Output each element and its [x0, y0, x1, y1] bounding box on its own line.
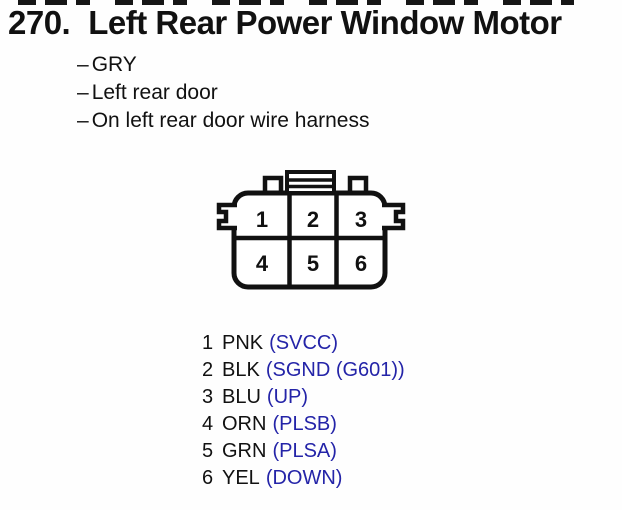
pin-cell-number: 4: [256, 251, 269, 276]
signal-name: (DOWN): [265, 467, 343, 489]
detail-item-harness: – On left rear door wire harness: [77, 107, 369, 135]
pin-row: 5 GRN (PLSA): [202, 438, 405, 465]
pin-number: 1: [202, 332, 214, 354]
connector-details-list: – GRY – Left rear door – On left rear do…: [77, 51, 369, 135]
signal-name: (SVCC): [269, 332, 339, 354]
pin-row: 1 PNK (SVCC): [202, 330, 405, 357]
detail-text: Left rear door: [91, 81, 218, 104]
dash-marker: –: [77, 53, 89, 76]
signal-name: (PLSA): [272, 440, 337, 462]
wire-color-code: ORN: [222, 413, 267, 435]
detail-item-color: – GRY: [77, 51, 369, 79]
dash-marker: –: [77, 109, 89, 132]
cropped-previous-line-artifact: [18, 0, 574, 5]
pin-cell-number: 3: [355, 207, 367, 232]
wire-color-code: PNK: [222, 332, 264, 354]
detail-item-location: – Left rear door: [77, 79, 369, 107]
signal-name: (SGND (G601)): [265, 359, 405, 381]
connector-pinout-diagram: 1 2 3 4 5 6: [216, 170, 406, 290]
pin-number: 6: [202, 467, 214, 489]
pin-cell-number: 2: [307, 207, 319, 232]
page-title: 270. Left Rear Power Window Motor: [8, 5, 562, 41]
signal-name: (UP): [266, 386, 309, 408]
connector-latch-tab: [285, 170, 336, 195]
connector-tab-right: [347, 175, 369, 194]
detail-text: On left rear door wire harness: [91, 109, 370, 132]
pin-cell-number: 5: [307, 251, 319, 276]
wire-color-code: BLU: [222, 386, 261, 408]
pin-row: 4 ORN (PLSB): [202, 411, 405, 438]
pin-number: 4: [202, 413, 214, 435]
detail-text: GRY: [91, 53, 137, 76]
pin-number: 5: [202, 440, 214, 462]
signal-name: (PLSB): [272, 413, 337, 435]
pin-number: 2: [202, 359, 214, 381]
pin-row: 2 BLK (SGND (G601)): [202, 357, 405, 384]
pin-row: 6 YEL (DOWN): [202, 465, 405, 492]
pin-cell-number: 1: [256, 207, 268, 232]
pin-row: 3 BLU (UP): [202, 384, 405, 411]
pin-number: 3: [202, 386, 214, 408]
connector-ear-right: [382, 202, 406, 231]
pinout-list: 1 PNK (SVCC) 2 BLK (SGND (G601)) 3 BLU (…: [202, 330, 405, 492]
section-number: 270.: [8, 4, 71, 41]
wire-color-code: YEL: [222, 467, 260, 489]
dash-marker: –: [77, 81, 89, 104]
connector-ear-left: [216, 202, 237, 231]
wire-color-code: BLK: [222, 359, 260, 381]
pin-cell-number: 6: [355, 251, 367, 276]
section-title-text: Left Rear Power Window Motor: [88, 4, 562, 41]
wire-color-code: GRN: [222, 440, 267, 462]
connector-tab-left: [262, 175, 284, 194]
